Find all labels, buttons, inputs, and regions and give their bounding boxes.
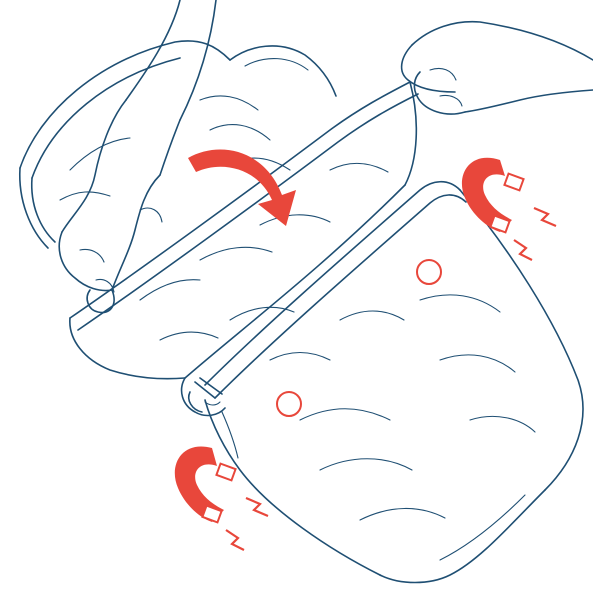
- right-hand: [402, 22, 593, 114]
- magnet-icon: [462, 158, 556, 260]
- circle-marker-icon: [277, 392, 301, 416]
- bag-main-body: [205, 182, 583, 583]
- magnet-icon: [175, 446, 268, 550]
- bag-front-flap: [70, 82, 418, 379]
- bag-buckle: [182, 378, 225, 415]
- curved-arrow-icon: [188, 150, 296, 226]
- circle-marker-icon: [417, 260, 441, 284]
- bag-back-shell: [20, 41, 336, 248]
